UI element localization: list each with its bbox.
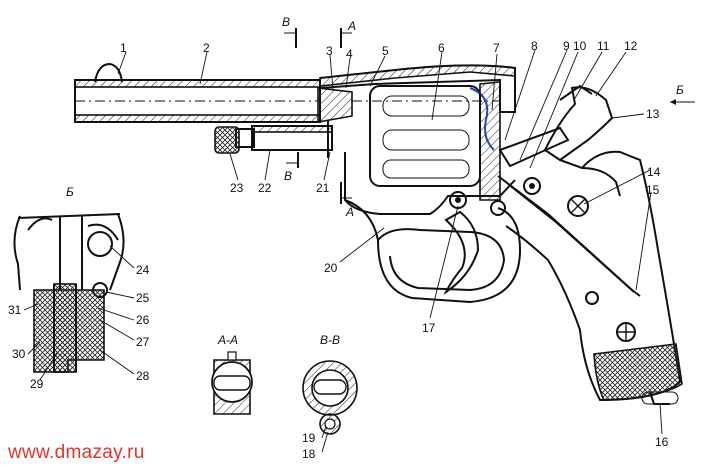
section-label-b-arrow: Б [676, 83, 684, 97]
label-19: 19 [302, 431, 316, 445]
label-31: 31 [8, 303, 22, 317]
section-label-a-bottom: А [345, 205, 354, 219]
label-29: 29 [30, 377, 44, 391]
section-label-v-top: В [282, 15, 290, 29]
label-20: 20 [324, 261, 338, 275]
label-11: 11 [597, 39, 610, 53]
frame-lower [344, 152, 516, 215]
label-28: 28 [136, 369, 150, 383]
section-label-aa: А-А [217, 333, 238, 347]
grip-panel [593, 343, 683, 401]
label-9: 9 [563, 39, 570, 53]
label-7: 7 [493, 41, 500, 55]
label-8: 8 [531, 39, 538, 53]
hammer [543, 86, 614, 162]
label-6: 6 [438, 41, 445, 55]
label-2: 2 [203, 41, 210, 55]
leader-lines [117, 49, 663, 435]
mainspring-inner [507, 183, 635, 293]
label-4: 4 [346, 47, 353, 61]
backstrap [581, 167, 621, 197]
label-22: 22 [258, 181, 272, 195]
label-27: 27 [136, 335, 150, 349]
trigger-guard-inner [377, 228, 506, 292]
section-cut-lines [284, 28, 695, 204]
label-5: 5 [382, 44, 389, 58]
front-sight [94, 62, 123, 83]
section-label-v-bottom: В [284, 169, 292, 183]
label-10: 10 [573, 39, 587, 53]
label-23: 23 [230, 181, 244, 195]
trigger [443, 210, 480, 295]
label-15: 15 [646, 183, 660, 197]
label-30: 30 [12, 347, 26, 361]
view-b-section [13, 213, 135, 381]
label-21: 21 [316, 181, 330, 195]
label-17: 17 [422, 321, 436, 335]
section-label-a-top: А [347, 19, 356, 33]
hammer-spur [559, 84, 593, 101]
label-16: 16 [655, 435, 669, 449]
section-label-vv: В-В [320, 333, 340, 347]
trigger-pin [449, 191, 467, 209]
label-18: 18 [302, 447, 316, 461]
trigger-guard [344, 199, 522, 304]
hammer-pivot [523, 177, 541, 195]
view-vv-section [302, 360, 358, 453]
label-14: 14 [647, 165, 661, 179]
hammer-link [498, 126, 570, 168]
label-26: 26 [136, 313, 150, 327]
revolver-side-section [74, 28, 695, 435]
watermark-text: www.dmazay.ru [8, 442, 145, 463]
section-label-b-view: Б [66, 185, 74, 199]
ejector-knob [214, 126, 240, 154]
grip-screw [567, 195, 589, 217]
barrel-bushing [317, 87, 353, 123]
label-3: 3 [326, 44, 333, 58]
section-labels: В А В А Б Б А-А В-В [66, 15, 684, 347]
label-13: 13 [646, 107, 660, 121]
label-25: 25 [136, 291, 150, 305]
cylinder [352, 85, 500, 187]
barrel [74, 79, 321, 123]
part-number-labels: 1 2 3 4 5 6 7 8 9 10 11 12 13 14 15 16 1… [8, 39, 669, 461]
label-1: 1 [120, 41, 127, 55]
label-12: 12 [624, 39, 638, 53]
label-24: 24 [136, 263, 150, 277]
ejector-rod [214, 120, 333, 158]
view-aa-section [211, 351, 253, 415]
